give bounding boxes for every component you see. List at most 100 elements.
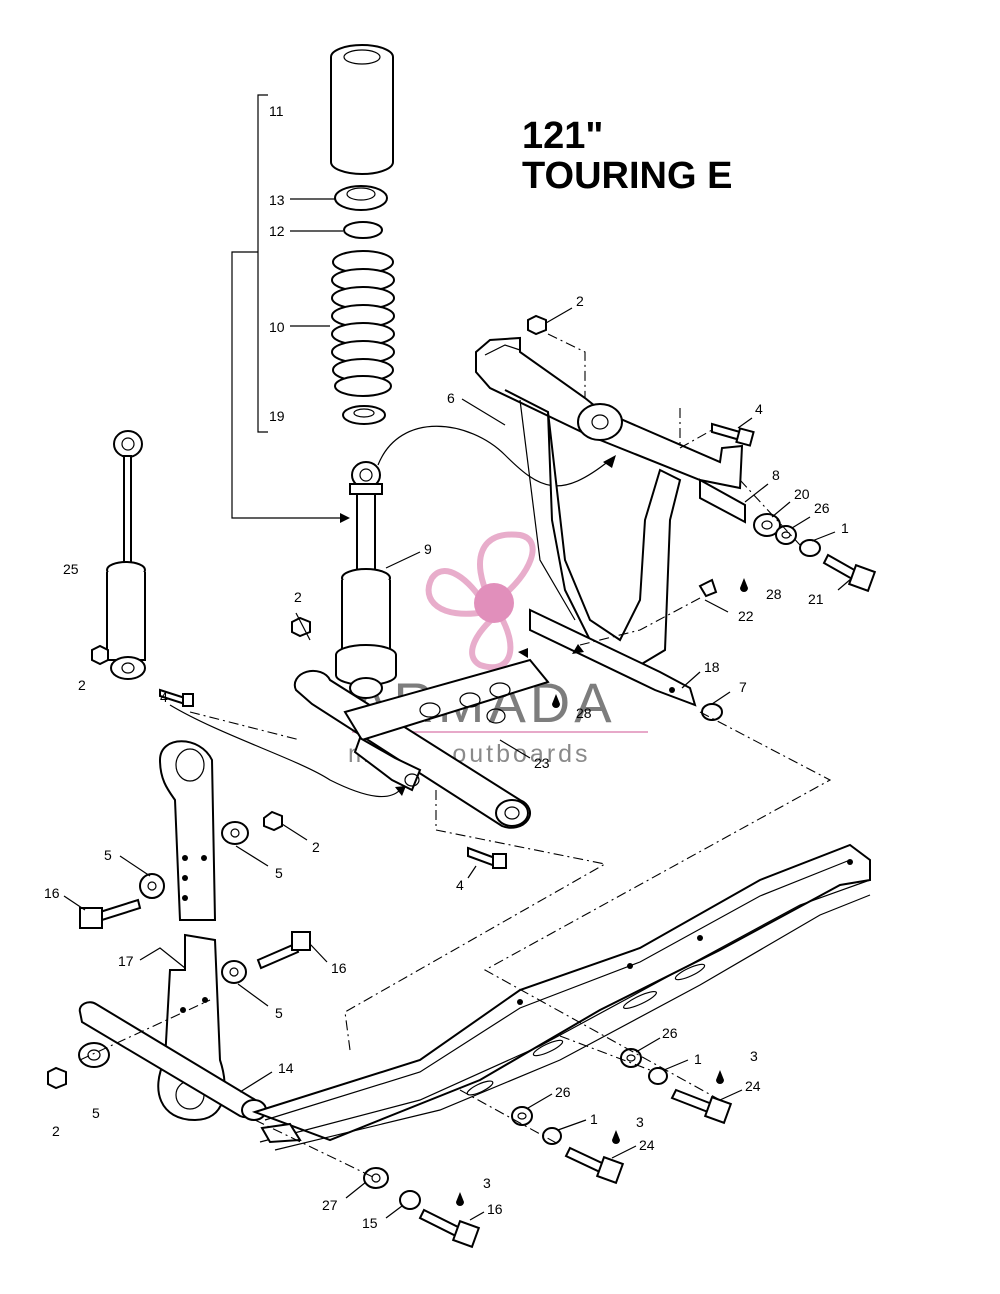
coil-spring xyxy=(331,250,395,397)
hex-nut-icon xyxy=(527,314,547,336)
callout-8: 8 xyxy=(772,467,780,483)
rear-shock-absorber xyxy=(91,430,194,707)
callout-20: 20 xyxy=(794,486,810,502)
callout-16: 16 xyxy=(487,1201,503,1217)
callout-1: 1 xyxy=(694,1051,702,1067)
callout-28: 28 xyxy=(576,705,592,721)
hex-nut-icon xyxy=(263,810,283,832)
spring-cup xyxy=(334,185,388,211)
callout-3: 3 xyxy=(750,1048,758,1064)
bolt-icon xyxy=(256,942,300,970)
hex-nut-icon xyxy=(291,616,311,638)
model-name-title: TOURING E xyxy=(522,155,732,197)
assembly-lines xyxy=(79,333,832,1179)
callout-2: 2 xyxy=(576,293,584,309)
washer-icon xyxy=(139,873,165,899)
lower-spring-cup xyxy=(342,405,386,425)
grease-fitting-icon xyxy=(698,578,718,598)
propeller-logo-icon xyxy=(425,531,536,670)
callout-24: 24 xyxy=(639,1137,655,1153)
callout-19: 19 xyxy=(269,408,285,424)
callout-27: 27 xyxy=(322,1197,338,1213)
callout-5: 5 xyxy=(275,1005,283,1021)
washer-icon xyxy=(221,960,247,984)
callout-26: 26 xyxy=(555,1084,571,1100)
callout-5: 5 xyxy=(275,865,283,881)
bolt-icon xyxy=(711,422,741,442)
bolt-icon xyxy=(564,1146,606,1174)
bolt-icon xyxy=(418,1208,462,1238)
callout-15: 15 xyxy=(362,1215,378,1231)
callout-5: 5 xyxy=(92,1105,100,1121)
callout-18: 18 xyxy=(704,659,720,675)
callout-25: 25 xyxy=(63,561,79,577)
callout-21: 21 xyxy=(808,591,824,607)
lock-washer-icon xyxy=(648,1067,668,1085)
callout-2: 2 xyxy=(78,677,86,693)
callout-13: 13 xyxy=(269,192,285,208)
washer-icon xyxy=(363,1167,389,1189)
bolt-icon xyxy=(467,846,496,868)
front-shock-absorber xyxy=(335,425,616,699)
callout-24: 24 xyxy=(745,1078,761,1094)
callout-4: 4 xyxy=(160,689,168,705)
callout-26: 26 xyxy=(662,1025,678,1041)
washer-icon xyxy=(753,513,781,537)
upper-suspension-arm xyxy=(475,336,746,707)
hex-nut-icon xyxy=(91,644,109,666)
lock-washer-icon xyxy=(399,1190,421,1210)
grease-drop-icon xyxy=(456,1192,464,1206)
grease-drop-icon xyxy=(612,1130,620,1144)
link-hardware xyxy=(47,810,507,1090)
callout-26: 26 xyxy=(814,500,830,516)
part-callouts: 11 13 12 10 19 2 6 4 8 20 26 1 21 9 28 2… xyxy=(44,103,849,1231)
callout-22: 22 xyxy=(738,608,754,624)
leader-lines xyxy=(63,198,853,1221)
callout-9: 9 xyxy=(424,541,432,557)
washer-icon xyxy=(775,525,797,545)
callout-28: 28 xyxy=(766,586,782,602)
callout-2: 2 xyxy=(52,1123,60,1139)
callout-5: 5 xyxy=(104,847,112,863)
callout-7: 7 xyxy=(739,679,747,695)
rear-links xyxy=(78,740,267,1122)
washer-icon xyxy=(511,1106,533,1126)
washer-icon xyxy=(620,1048,642,1068)
callout-16: 16 xyxy=(331,960,347,976)
callout-17: 17 xyxy=(118,953,134,969)
upper-arm-hardware xyxy=(527,314,877,721)
washer-icon xyxy=(221,821,249,845)
callout-3: 3 xyxy=(483,1175,491,1191)
bolt-icon xyxy=(670,1088,714,1114)
slide-rail xyxy=(251,843,871,1151)
model-size-title: 121" xyxy=(522,115,603,157)
callout-2: 2 xyxy=(294,589,302,605)
callout-1: 1 xyxy=(590,1111,598,1127)
spring-ring xyxy=(343,221,383,239)
grease-drop-icon xyxy=(552,694,560,708)
rail-hardware xyxy=(363,578,748,1249)
assembly-brackets xyxy=(231,94,350,523)
callout-4: 4 xyxy=(755,401,763,417)
callout-3: 3 xyxy=(636,1114,644,1130)
callout-14: 14 xyxy=(278,1060,294,1076)
callout-12: 12 xyxy=(269,223,285,239)
grease-drop-icon xyxy=(716,1070,724,1084)
callout-11: 11 xyxy=(269,103,284,119)
callout-6: 6 xyxy=(447,390,455,406)
bolt-icon xyxy=(98,898,142,922)
lock-washer-icon xyxy=(799,539,821,557)
shock-spring-stack xyxy=(330,44,395,425)
grease-drop-icon xyxy=(740,578,748,592)
callout-23: 23 xyxy=(534,755,550,771)
callout-4: 4 xyxy=(456,877,464,893)
hex-nut-icon xyxy=(47,1066,67,1090)
callout-16: 16 xyxy=(44,885,60,901)
shock-boot xyxy=(330,44,394,175)
washer-icon xyxy=(701,703,723,721)
callout-2: 2 xyxy=(312,839,320,855)
callout-10: 10 xyxy=(269,319,285,335)
washer-icon xyxy=(78,1042,110,1068)
cross-shaft-assembly xyxy=(291,616,550,829)
